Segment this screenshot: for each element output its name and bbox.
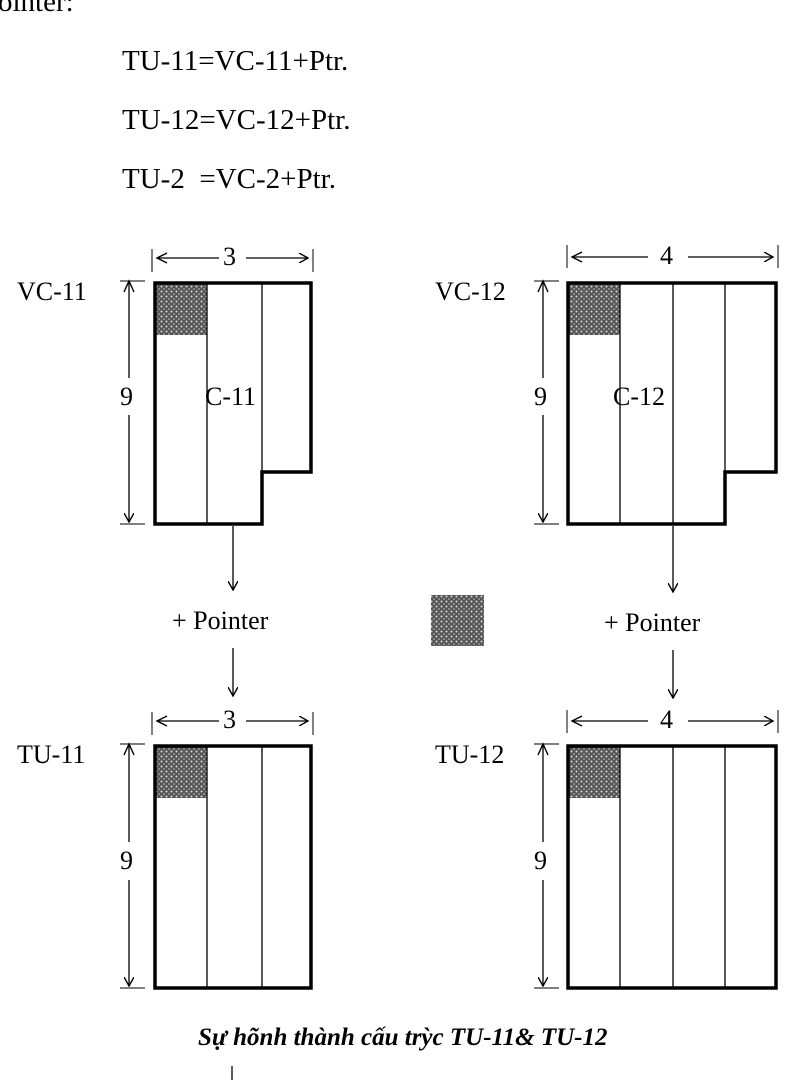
tu11-outline — [153, 744, 313, 990]
tu11-width-value: 3 — [221, 705, 238, 734]
tu12-width-value: 4 — [658, 705, 675, 734]
figure-caption: Sự hõnh thành cấu trỳc TU-11& TU-12 — [198, 1024, 608, 1051]
tu12-block — [566, 744, 778, 990]
vc11-pointer-cell — [155, 283, 207, 335]
vc11-height-value: 9 — [118, 382, 135, 411]
pointer-label-left: + Pointer — [172, 606, 269, 635]
vc11-width-value: 3 — [221, 242, 238, 271]
vc11-inner-label: C-11 — [205, 382, 257, 411]
vc11-height-dimension — [120, 279, 145, 525]
vc12-name: VC-12 — [435, 277, 506, 306]
vc11-width-dimension — [151, 249, 314, 272]
intro-fragment: ointer: — [0, 0, 74, 18]
tu11-height-value: 9 — [118, 846, 135, 875]
formula-tu2: TU-2 =VC-2+Ptr. — [122, 163, 336, 195]
vc11-block — [153, 281, 313, 526]
formula-tu11: TU-11=VC-11+Ptr. — [122, 45, 349, 77]
vc12-inner-label: C-12 — [613, 382, 665, 411]
tu12-height-value: 9 — [532, 846, 549, 875]
tu12-name: TU-12 — [435, 740, 505, 769]
tu11-height-dimension — [120, 742, 145, 989]
pointer-symbol — [431, 595, 484, 646]
tu11-block — [153, 744, 313, 990]
vc12-outline — [566, 281, 778, 526]
tu12-pointer-cell — [568, 746, 620, 798]
tu12-outline — [566, 744, 778, 990]
tu11-width-dimension — [151, 712, 314, 735]
vc11-name: VC-11 — [17, 277, 87, 306]
vc12-block — [566, 281, 778, 526]
vc12-height-dimension — [534, 279, 559, 525]
vc12-height-value: 9 — [532, 382, 549, 411]
tu11-pointer-cell — [155, 746, 207, 798]
tu11-name: TU-11 — [17, 740, 86, 769]
vc11-outline — [153, 281, 313, 526]
formula-tu12: TU-12=VC-12+Ptr. — [122, 104, 351, 136]
vc12-pointer-cell — [568, 283, 620, 335]
pointer-label-right: + Pointer — [604, 608, 701, 637]
tu12-width-dimension — [566, 710, 779, 733]
tu12-height-dimension — [534, 742, 559, 989]
vc12-width-value: 4 — [658, 241, 675, 270]
vc12-width-dimension — [566, 245, 779, 268]
